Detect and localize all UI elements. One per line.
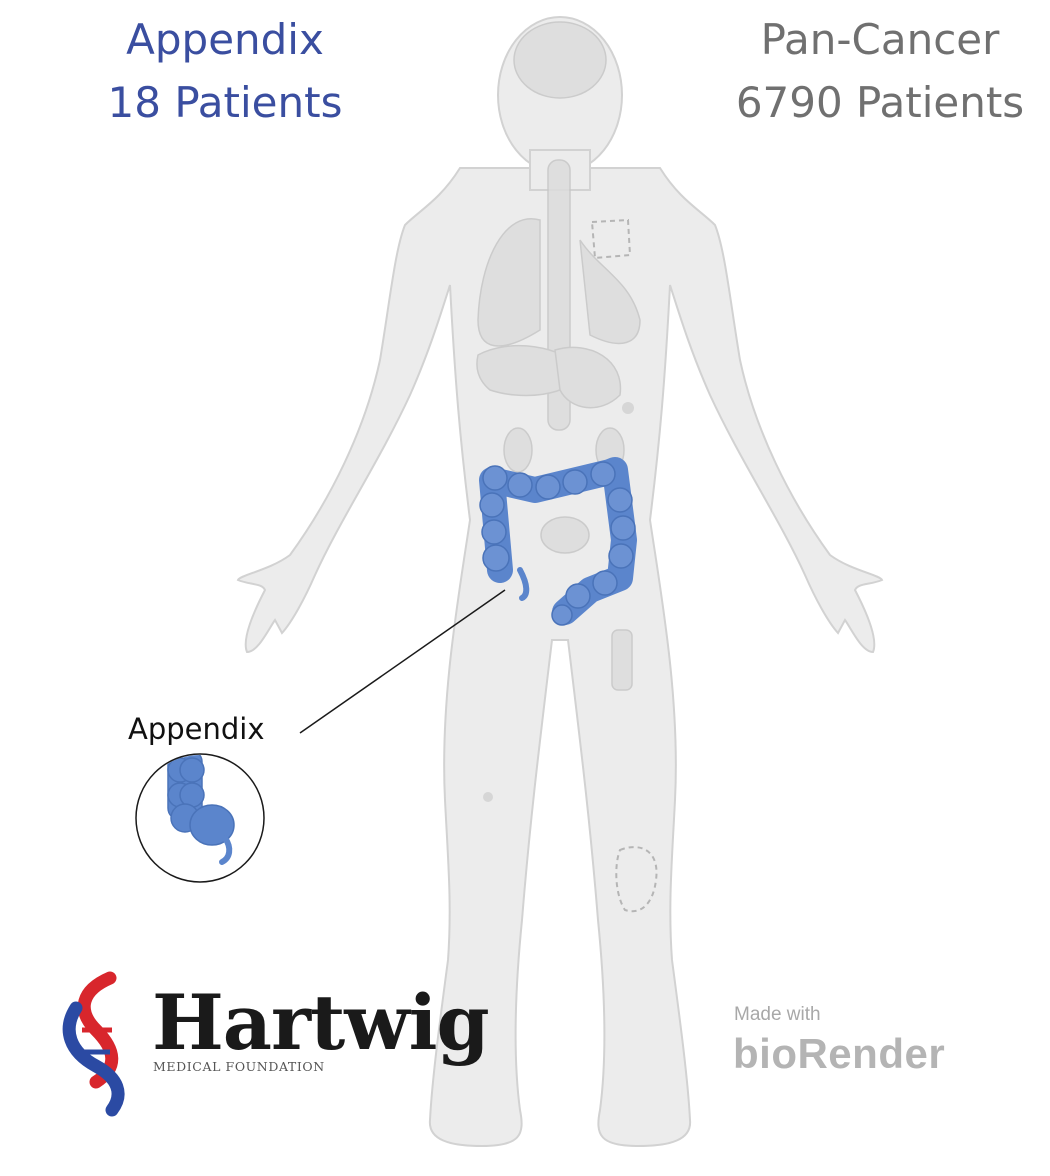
hartwig-logo-subtitle: MEDICAL FOUNDATION [153, 1059, 325, 1074]
biorender-logo: bioRender [733, 1030, 945, 1078]
made-with-label: Made with [734, 1004, 821, 1026]
hartwig-helix-icon [69, 978, 118, 1110]
hartwig-logo-name: Hartwig [152, 985, 489, 1061]
appendix-zoom-inset [136, 750, 264, 882]
appendix-callout-label: Appendix [128, 712, 265, 746]
